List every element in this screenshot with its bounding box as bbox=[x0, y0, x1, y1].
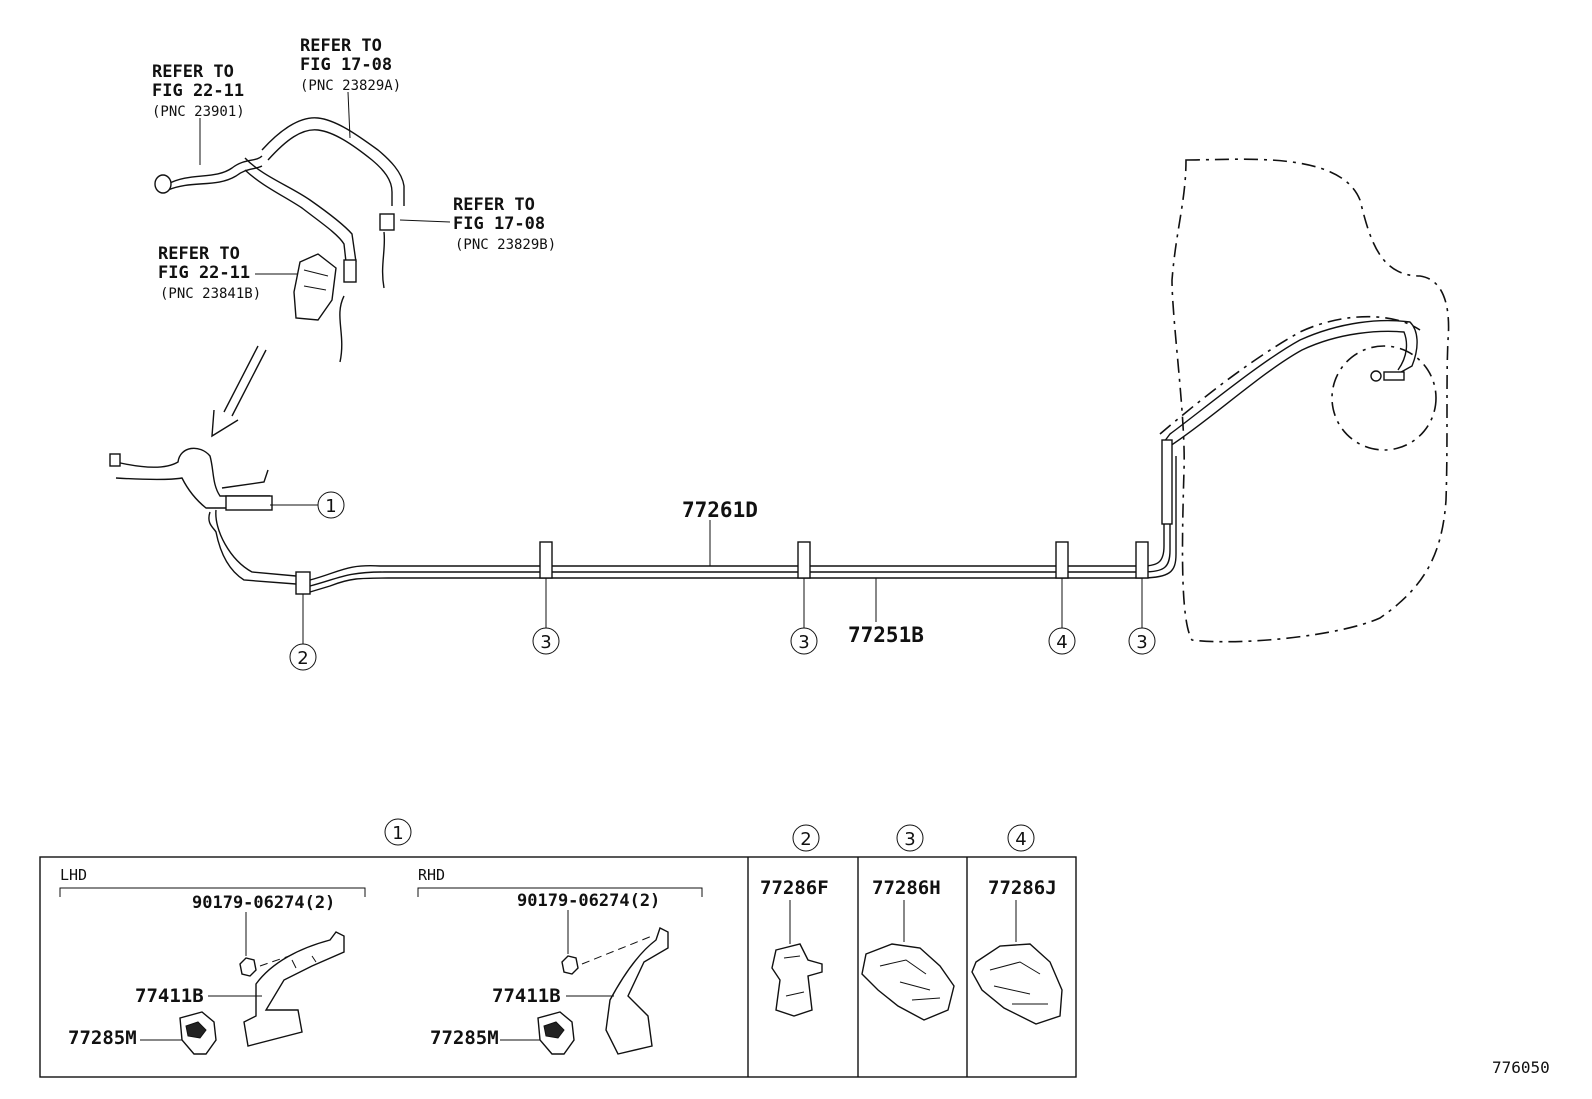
ref3-line2: FIG 17-08 bbox=[453, 214, 545, 234]
pipe-upper-label: 77261D bbox=[682, 498, 758, 522]
lhd-clamp-label: 77285M bbox=[68, 1027, 137, 1049]
rhd-clamp-label: 77285M bbox=[430, 1027, 499, 1049]
lhd-bracket-label: 77411B bbox=[135, 985, 204, 1007]
box2-part-label: 77286F bbox=[760, 877, 829, 899]
hose-assembly-upper: REFER TO FIG 22-11 (PNC 23901) REFER TO … bbox=[152, 36, 556, 438]
detail-header-4: 4 bbox=[1015, 829, 1026, 850]
ref1-line3: (PNC 23901) bbox=[152, 104, 245, 120]
callout-3a: 3 bbox=[540, 632, 551, 653]
ref2-line2: FIG 17-08 bbox=[300, 55, 392, 75]
callout-1: 1 bbox=[325, 496, 336, 517]
lhd-label: LHD bbox=[60, 866, 87, 884]
ref3-line3: (PNC 23829B) bbox=[455, 237, 556, 253]
callout-3b: 3 bbox=[798, 632, 809, 653]
pipe-run: 77261D 77251B 1 2 3 3 4 3 bbox=[109, 158, 1450, 671]
callout-4: 4 bbox=[1056, 632, 1067, 653]
box4-part-label: 77286J bbox=[988, 877, 1057, 899]
ref2-line3: (PNC 23829A) bbox=[300, 78, 401, 94]
ref1-line1: REFER TO bbox=[152, 62, 234, 82]
detail-header-1: 1 bbox=[392, 823, 403, 844]
ref4-line3: (PNC 23841B) bbox=[160, 286, 261, 302]
rhd-bracket-label: 77411B bbox=[492, 985, 561, 1007]
callout-2: 2 bbox=[297, 648, 308, 669]
figure-id: 776050 bbox=[1492, 1058, 1550, 1077]
pipe-lower-label: 77251B bbox=[848, 623, 924, 647]
callout-3c: 3 bbox=[1136, 632, 1147, 653]
ref3-line1: REFER TO bbox=[453, 195, 535, 215]
detail-panel: 1 2 3 4 LHD 90179-06274(2) 77411B 77285M… bbox=[39, 818, 1077, 1078]
rhd-label: RHD bbox=[418, 866, 445, 884]
ref1-line2: FIG 22-11 bbox=[152, 81, 244, 101]
lhd-bolt-label: 90179-06274(2) bbox=[192, 893, 335, 913]
detail-header-2: 2 bbox=[800, 829, 811, 850]
ref4-line1: REFER TO bbox=[158, 244, 240, 264]
box3-part-label: 77286H bbox=[872, 877, 941, 899]
rhd-bolt-label: 90179-06274(2) bbox=[517, 891, 660, 911]
ref2-line1: REFER TO bbox=[300, 36, 382, 56]
detail-header-3: 3 bbox=[904, 829, 915, 850]
ref4-line2: FIG 22-11 bbox=[158, 263, 250, 283]
